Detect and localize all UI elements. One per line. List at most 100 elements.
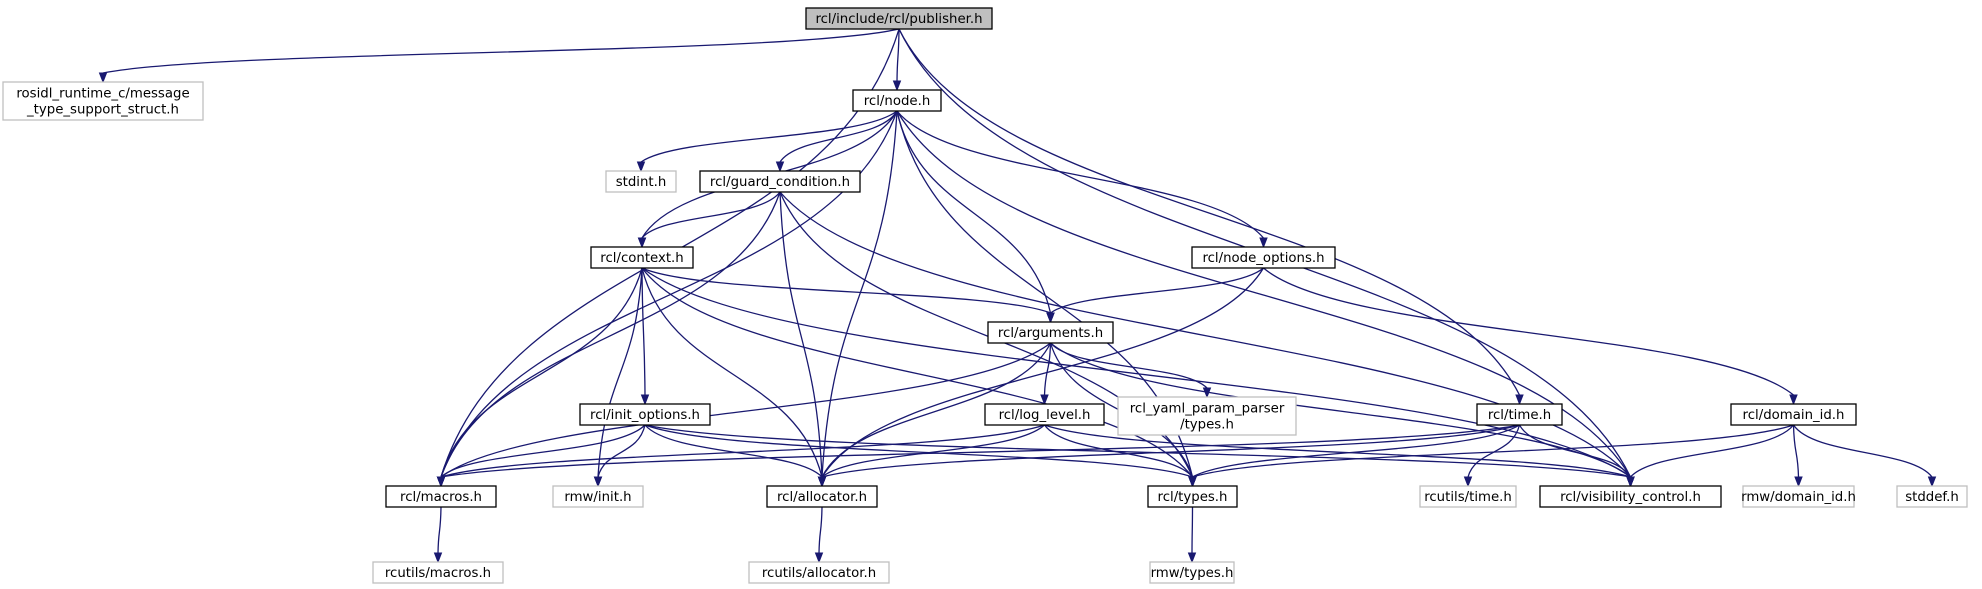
node-label: rcl/types.h — [1158, 490, 1228, 505]
edge-line — [437, 506, 442, 554]
edge-line — [779, 110, 898, 163]
node-label: rcl/context.h — [600, 251, 683, 266]
edge-line — [597, 424, 646, 478]
edge-context-to-allocator — [641, 267, 827, 488]
node-box — [2, 81, 204, 121]
node-guard[interactable]: rcl/guard_condition.h — [699, 170, 861, 193]
node-label: rcl/init_options.h — [590, 408, 700, 423]
node-box — [1147, 485, 1238, 508]
node-box — [605, 170, 677, 193]
edge-arrowhead — [892, 80, 902, 92]
edge-line — [818, 506, 823, 554]
edge-publisher-to-node — [892, 28, 902, 92]
edge-allocator-to-rcutils_alloc — [814, 506, 824, 564]
edge-arrowhead — [1789, 394, 1798, 406]
edge-node_options-to-arguments — [1046, 267, 1264, 324]
node-box — [1149, 561, 1235, 584]
node-label: rcl/node.h — [864, 94, 931, 109]
edge-arrowhead — [1463, 476, 1473, 488]
edge-line — [641, 267, 1194, 478]
node-box — [552, 485, 644, 508]
node-box — [699, 170, 861, 193]
node-init_options[interactable]: rcl/init_options.h — [579, 403, 711, 426]
node-label: rcutils/allocator.h — [762, 566, 876, 581]
edge-node-to-guard — [775, 110, 898, 173]
edge-macros-to-rcutils_macros — [433, 506, 443, 564]
edge-guard-to-context — [637, 191, 781, 249]
node-rmw_domain: rmw/domain_id.h — [1741, 485, 1856, 508]
edge-line — [440, 424, 1520, 478]
edge-arrowhead — [1927, 476, 1937, 488]
edge-node-to-stdint — [636, 110, 898, 173]
node-box — [852, 89, 942, 112]
edge-line — [644, 424, 1631, 478]
edge-arrowhead — [1040, 394, 1049, 406]
edge-publisher-to-rosidl_ts — [98, 28, 900, 84]
edge-time-to-allocator — [817, 424, 1520, 488]
edge-line — [779, 191, 823, 478]
edge-line — [821, 424, 1045, 478]
edge-line — [1263, 267, 1794, 396]
node-log_level[interactable]: rcl/log_level.h — [984, 403, 1105, 426]
node-label: rcutils/macros.h — [385, 566, 491, 581]
edge-line — [1044, 424, 1631, 478]
node-label: rcl/node_options.h — [1202, 251, 1324, 266]
node-box — [590, 246, 694, 269]
edge-arrowhead — [775, 161, 785, 173]
node-box — [984, 403, 1105, 426]
node-context[interactable]: rcl/context.h — [590, 246, 694, 269]
edge-domain_id-to-stddef — [1792, 424, 1937, 488]
node-macros[interactable]: rcl/macros.h — [385, 485, 497, 508]
edge-line — [821, 424, 1520, 478]
edge-line — [440, 424, 1045, 478]
node-label: rcl/guard_condition.h — [710, 175, 850, 190]
edge-line — [1630, 424, 1795, 478]
node-node_options[interactable]: rcl/node_options.h — [1191, 246, 1336, 269]
node-label: rcl/time.h — [1488, 408, 1551, 423]
node-label: rosidl_runtime_c/message — [16, 87, 189, 102]
node-time[interactable]: rcl/time.h — [1476, 403, 1563, 426]
node-domain_id[interactable]: rcl/domain_id.h — [1730, 403, 1857, 426]
node-label: rmw/domain_id.h — [1741, 490, 1856, 505]
edge-line — [644, 424, 823, 478]
edge-context-to-arguments — [641, 267, 1055, 324]
node-visibility[interactable]: rcl/visibility_control.h — [1539, 485, 1722, 508]
node-label: rcl/arguments.h — [998, 326, 1103, 341]
node-allocator[interactable]: rcl/allocator.h — [766, 485, 878, 508]
node-publisher[interactable]: rcl/include/rcl/publisher.h — [805, 7, 993, 30]
node-arguments[interactable]: rcl/arguments.h — [987, 321, 1114, 344]
edge-domain_id-to-rmw_domain — [1792, 424, 1803, 488]
edge-arrowhead — [1259, 237, 1268, 249]
edge-line — [641, 267, 1051, 314]
edge-arrowhead — [1515, 394, 1524, 406]
node-rmw_types: rmw/types.h — [1149, 561, 1235, 584]
edge-context-to-init_options — [640, 267, 650, 406]
node-box — [372, 561, 504, 584]
edge-line — [1518, 424, 1632, 478]
edge-line — [644, 424, 1193, 478]
node-label: stddef.h — [1905, 490, 1959, 505]
node-label: rcl/domain_id.h — [1743, 408, 1845, 423]
node-types[interactable]: rcl/types.h — [1147, 485, 1238, 508]
edge-arrowhead — [433, 552, 443, 564]
edge-arrowhead — [640, 394, 650, 406]
edge-line — [440, 191, 781, 478]
node-box — [766, 485, 878, 508]
node-stdint: stdint.h — [605, 170, 677, 193]
node-label: stdint.h — [616, 175, 667, 190]
edge-line — [641, 191, 781, 239]
node-label: _type_support_struct.h — [26, 103, 179, 118]
node-box — [1539, 485, 1722, 508]
node-box — [1117, 396, 1297, 436]
edge-line — [896, 110, 1052, 314]
edge-guard-to-visibility — [779, 191, 1635, 488]
node-label: rcutils/time.h — [1424, 490, 1512, 505]
edge-arrowhead — [593, 476, 603, 488]
node-node[interactable]: rcl/node.h — [852, 89, 942, 112]
edge-line — [1192, 424, 1520, 478]
node-rcutils_macros: rcutils/macros.h — [372, 561, 504, 584]
node-label: rmw/init.h — [564, 490, 631, 505]
node-label: rcl/include/rcl/publisher.h — [815, 12, 982, 27]
edge-init_options-to-rmw_init — [593, 424, 646, 488]
edge-line — [597, 267, 643, 478]
